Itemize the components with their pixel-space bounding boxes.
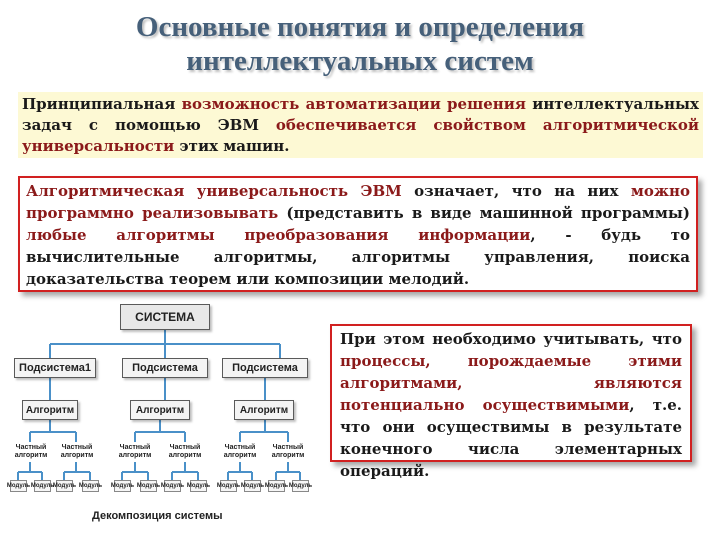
feasibility-box: При этом необходимо учитывать, что проце… xyxy=(330,324,692,480)
subsystem-node: Подсистема1 xyxy=(14,358,96,378)
partial-algorithm-node: Частный алгоритм xyxy=(168,444,202,459)
module-node: Модуль xyxy=(53,480,76,492)
text-segment: При этом необходимо учитывать, что xyxy=(340,330,682,348)
slide-title: Основные понятия и определения интеллект… xyxy=(0,10,720,78)
highlight-segment: Алгоритмическая универсальность ЭВМ xyxy=(26,182,402,200)
module-node: Модуль xyxy=(187,480,210,492)
diagram-connectors xyxy=(17,330,301,480)
module-node: Модуль xyxy=(289,480,312,492)
algorithm-node: Алгоритм xyxy=(22,400,78,420)
highlight-segment: процессы, порождаемые этими алгоритмами,… xyxy=(340,352,682,414)
partial-algorithm-node: Частный алгоритм xyxy=(223,444,257,459)
partial-algorithm-node: Частный алгоритм xyxy=(60,444,94,459)
text-segment: Принципиальная xyxy=(22,95,182,113)
definition-paragraph: Принципиальная возможность автоматизации… xyxy=(18,92,703,158)
text-segment: , т.е. что они осуществимы в результате … xyxy=(340,396,682,480)
text-segment: (представить в виде машинной программы) xyxy=(278,204,691,222)
subsystem-node: Подсистема xyxy=(222,358,308,378)
subsystem-node: Подсистема xyxy=(122,358,208,378)
highlight-segment: обеспечивается свойством алгоритмической… xyxy=(22,116,699,155)
module-node: Модуль xyxy=(137,480,160,492)
decomposition-diagram: СИСТЕМА Подсистема1 Подсистема Подсистем… xyxy=(7,300,330,536)
algorithm-node: Алгоритм xyxy=(130,400,190,420)
text-segment: интеллектуальных задач с помощью ЭВМ xyxy=(22,95,699,134)
module-node: Модуль xyxy=(241,480,264,492)
slide-title-line2: интеллектуальных систем xyxy=(186,45,534,77)
module-node: Модуль xyxy=(161,480,184,492)
highlight-segment: возможность автоматизации решения xyxy=(181,95,526,113)
module-node: Модуль xyxy=(79,480,102,492)
module-node: Модуль xyxy=(111,480,134,492)
system-node: СИСТЕМА xyxy=(120,304,210,330)
module-node: Модуль xyxy=(217,480,240,492)
module-node: Модуль xyxy=(7,480,30,492)
highlight-segment: любые алгоритмы преобразования информаци… xyxy=(26,226,531,244)
algorithm-node: Алгоритм xyxy=(234,400,294,420)
partial-algorithm-node: Частный алгоритм xyxy=(271,444,305,459)
slide-title-line1: Основные понятия и определения xyxy=(135,11,585,43)
text-segment: означает, что на них xyxy=(401,182,631,200)
module-node: Модуль xyxy=(265,480,288,492)
text-segment: , - будь то вычислительные алгоритмы, ал… xyxy=(26,226,690,288)
text-segment: этих машин. xyxy=(174,137,290,155)
universality-box: Алгоритмическая универсальность ЭВМ озна… xyxy=(18,176,698,292)
diagram-caption: Декомпозиция системы xyxy=(92,510,223,522)
highlight-segment: можно программно реализовывать xyxy=(26,182,690,222)
module-node: Модуль xyxy=(31,480,54,492)
partial-algorithm-node: Частный алгоритм xyxy=(14,444,48,459)
partial-algorithm-node: Частный алгоритм xyxy=(118,444,152,459)
